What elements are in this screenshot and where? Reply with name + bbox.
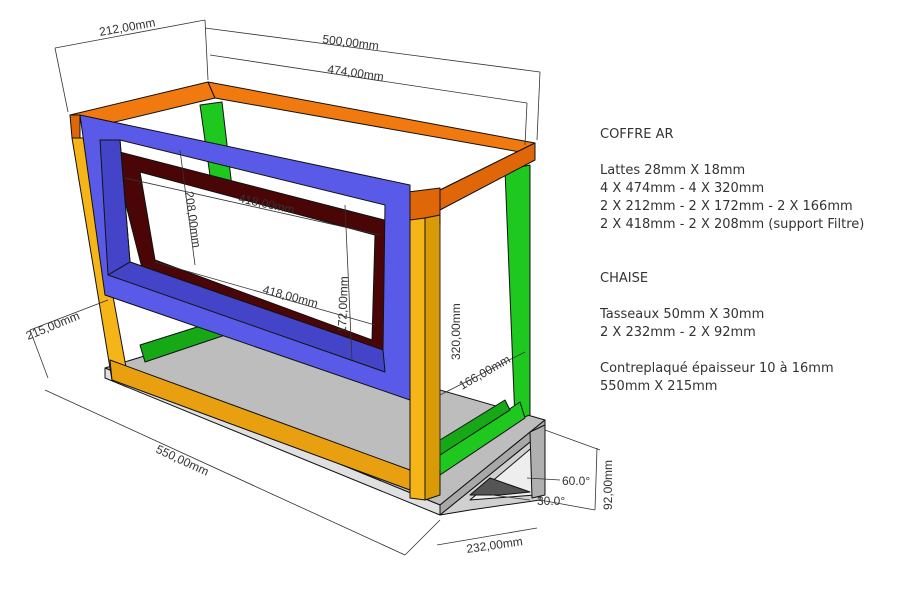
chaise-line: Tasseaux 50mm X 30mm [600,307,765,322]
filter-support [111,149,393,363]
dim-inner-length: 474,00mm [327,62,385,84]
chaise-line: 2 X 232mm - 2 X 92mm [600,325,756,340]
coffre-line: 4 X 474mm - 4 X 320mm [600,181,765,196]
chair-support [439,424,546,516]
orange-top-frame [69,81,536,223]
plywood-line: 550mm X 215mm [600,379,718,394]
parts-list: COFFRE AR Lattes 28mm X 18mm 4 X 474mm -… [600,126,864,396]
dim-post-height: 320,00mm [449,303,463,360]
dim-side-height: 172,00mm [335,276,351,333]
dim-chair-height: 92,00mm [601,460,615,510]
dim-depth-top: 212,00mm [98,15,156,39]
coffre-title: COFFRE AR [600,127,674,142]
coffre-line: Lattes 28mm X 18mm [600,163,746,178]
dim-length-top: 500,00mm [322,32,380,53]
angle-bottom: 30.0° [537,494,565,508]
dim-base-length: 550,00mm [154,442,211,479]
blue-front-frame [79,114,411,401]
plywood-line: Contreplaqué épaisseur 10 à 16mm [600,361,834,376]
coffre-line: 2 X 418mm - 2 X 208mm (support Filtre) [600,217,865,232]
dim-side-depth: 166,00mm [457,352,513,392]
dimension-lines [29,19,601,556]
chaise-title: CHAISE [600,271,649,286]
dim-chair-length: 232,00mm [465,534,523,556]
angle-top: 60.0° [562,474,590,488]
coffre-line: 2 X 212mm - 2 X 172mm - 2 X 166mm [600,199,853,214]
dim-base-depth: 215,00mm [24,309,82,343]
